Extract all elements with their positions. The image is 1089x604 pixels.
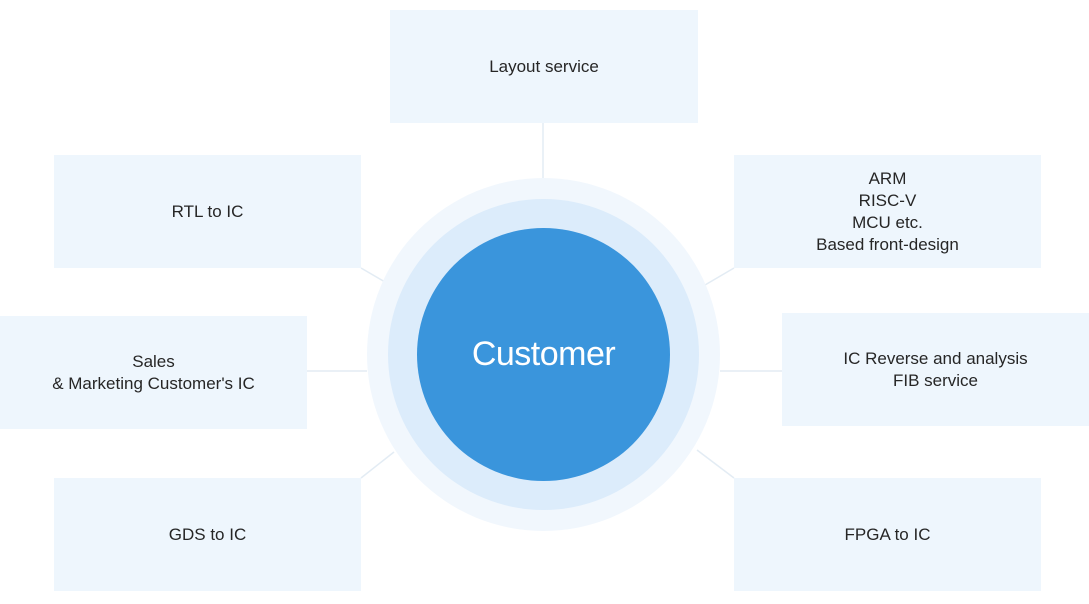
rtl-to-ic-box: RTL to IC — [54, 155, 361, 268]
connector-fpga — [696, 449, 735, 479]
sales-marketing-label: Sales & Marketing Customer's IC — [52, 351, 255, 393]
front-design-box: ARM RISC-V MCU etc. Based front-design — [734, 155, 1041, 268]
customer-label: Customer — [471, 335, 616, 373]
ic-reverse-label: IC Reverse and analysis FIB service — [843, 348, 1028, 390]
gds-to-ic-label: GDS to IC — [168, 524, 247, 544]
ic-reverse-box: IC Reverse and analysis FIB service — [782, 313, 1089, 426]
front-design-label: ARM RISC-V MCU etc. Based front-design — [816, 168, 959, 254]
connector-front-design — [704, 267, 735, 286]
connector-gds — [360, 451, 395, 479]
rtl-to-ic-label: RTL to IC — [171, 201, 244, 221]
layout-service-box: Layout service — [390, 10, 698, 123]
fpga-to-ic-box: FPGA to IC — [734, 478, 1041, 591]
customer-circle: Customer — [417, 228, 670, 481]
layout-service-label: Layout service — [489, 56, 599, 76]
connector-rtl — [360, 267, 386, 283]
gds-to-ic-box: GDS to IC — [54, 478, 361, 591]
sales-marketing-box: Sales & Marketing Customer's IC — [0, 316, 307, 429]
fpga-to-ic-label: FPGA to IC — [844, 524, 931, 544]
